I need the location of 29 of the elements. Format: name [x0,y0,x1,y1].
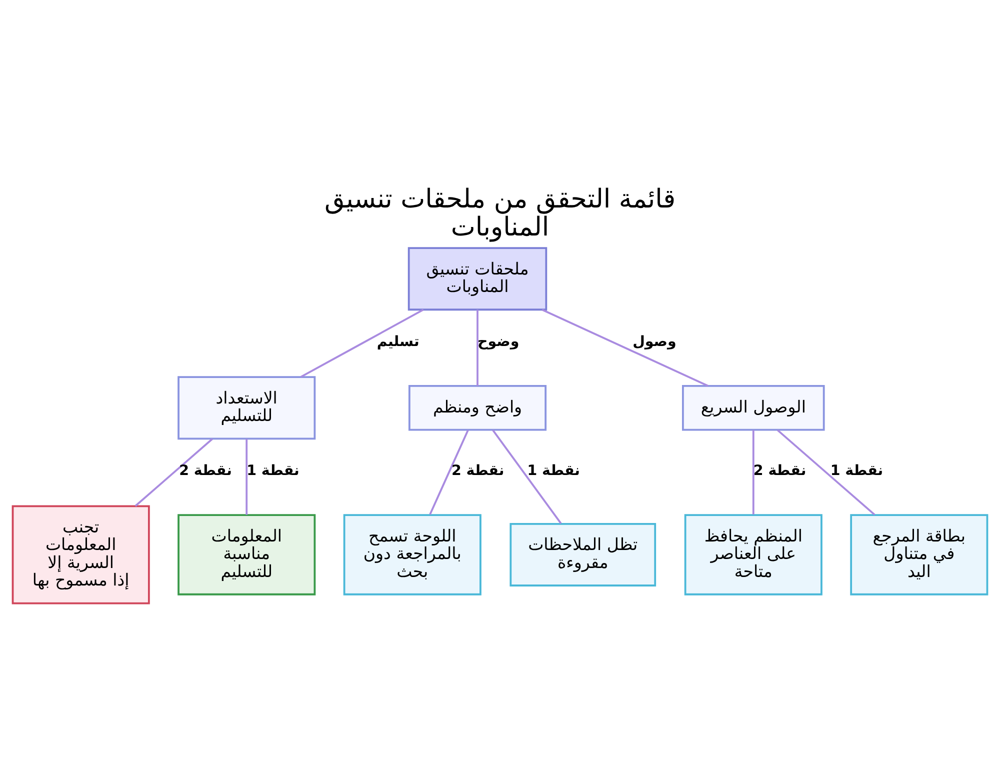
connector [542,308,708,386]
diagram-title: قائمة التحقق من ملحقات تنسيق المناوبات [324,184,676,242]
edge-label: نقطة 2 [753,462,806,478]
node-box: تجنب المعلومات السرية إلا إذا مسموح بها [12,504,150,604]
connector [134,438,213,506]
node-box: ملحقات تنسيق المناوبات [408,246,548,310]
connector [476,309,478,386]
node-box: المنظم يحافظ على العناصر متاحة [684,514,822,595]
edge-label: وضوح [478,333,520,350]
edge-label: نقطة 1 [830,462,884,478]
node-box: الاستعداد للتسليم [178,376,316,440]
connector [776,428,876,516]
node-box: اللوحة تسمح بالمراجعة دون بحث [343,514,482,595]
connector [246,438,248,514]
edge-label: وصول [632,333,676,350]
node-box: واضح ومنظم [408,384,547,430]
connector [300,308,424,378]
edge-label: نقطة 1 [246,462,300,478]
edge-label: نقطة 1 [527,462,580,478]
edge-label: نقطة 2 [451,462,504,478]
edge-label: تسليم [376,333,420,350]
connector [492,429,562,524]
connector [752,430,754,514]
node-box: المعلومات مناسبة للتسليم [178,514,316,595]
edge-label: نقطة 2 [179,462,232,478]
node-box: الوصول السريع [682,384,825,430]
connector [429,429,469,514]
node-box: بطاقة المرجع في متناول اليد [850,514,988,595]
node-box: تظل الملاحظات مقروءة [510,522,656,586]
